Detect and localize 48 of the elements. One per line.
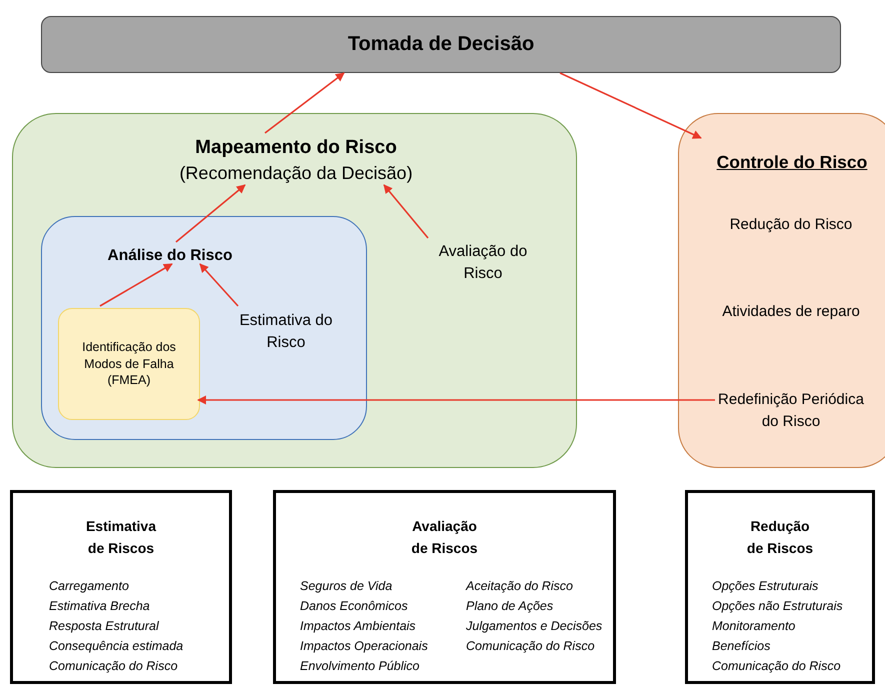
list-panel (10, 490, 232, 684)
group-panel (12, 113, 577, 468)
list-item: Julgamentos e Decisões (466, 618, 602, 635)
panel-heading: Análise do Risco (108, 246, 232, 266)
list-item: Monitoramento (712, 618, 796, 635)
list-item: Carregamento (49, 578, 129, 595)
list-item: Seguros de Vida (300, 578, 392, 595)
panel-heading: Mapeamento do Risco (195, 136, 397, 160)
panel-heading: Avaliação de Riscos (410, 517, 479, 558)
text-label: Atividades de reparo (703, 300, 879, 324)
box-label: Identificação dos Modos de Falha (FMEA) (81, 338, 177, 390)
panel-subheading: (Recomendação da Decisão) (179, 162, 413, 185)
list-item: Opções Estruturais (712, 578, 818, 595)
arrow (560, 72, 702, 139)
list-item: Resposta Estrutural (49, 618, 159, 635)
group-panel (678, 113, 885, 468)
arrow (176, 184, 246, 243)
text-label: Redução do Risco (703, 213, 879, 237)
group-panel (41, 216, 367, 440)
panel-heading: Redução de Riscos (746, 517, 814, 558)
list-item: Impactos Operacionais (300, 638, 428, 655)
panel-heading: Estimativa de Riscos (84, 517, 158, 558)
arrow (100, 263, 173, 307)
list-item: Estimativa Brecha (49, 598, 150, 615)
list-panel (685, 490, 875, 684)
list-item: Envolvimento Público (300, 658, 420, 675)
list-item: Comunicação do Risco (466, 638, 595, 655)
arrow (197, 396, 715, 404)
list-item: Comunicação do Risco (49, 658, 178, 675)
box-label: Tomada de Decisão (348, 32, 534, 57)
process-box (41, 16, 841, 73)
list-item: Danos Econômicos (300, 598, 408, 615)
list-item: Comunicação do Risco (712, 658, 841, 675)
text-label: Redefinição Periódica do Risco (716, 387, 866, 435)
process-box (58, 308, 200, 420)
list-item: Benefícios (712, 638, 770, 655)
panel-heading: Controle do Risco (716, 151, 868, 174)
list-item: Impactos Ambientais (300, 618, 416, 635)
arrow (383, 184, 429, 239)
list-item: Consequência estimada (49, 638, 184, 655)
list-item: Aceitação do Risco (466, 578, 574, 595)
list-item: Opções não Estruturais (712, 598, 843, 615)
list-panel (273, 490, 616, 684)
arrow (264, 72, 345, 134)
arrow (199, 263, 239, 307)
text-label: Estimativa do Risco (220, 308, 352, 356)
list-item: Plano de Ações (466, 598, 554, 615)
text-label: Avaliação do Risco (421, 239, 545, 287)
